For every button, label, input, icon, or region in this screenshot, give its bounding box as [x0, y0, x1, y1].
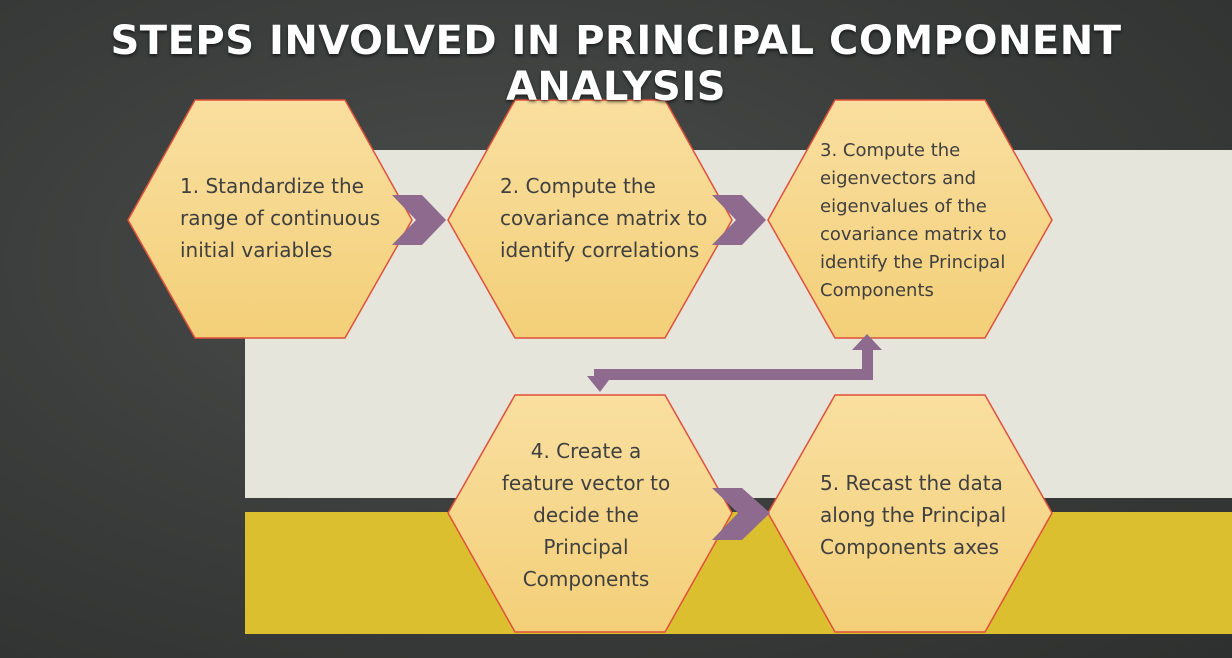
step-5-label: 5. Recast the data along the Principal C…	[820, 470, 1007, 559]
step-3-label: 3. Compute the eigenvectors and eigenval…	[820, 139, 1007, 301]
step-5-text: 5. Recast the data along the Principal C…	[820, 432, 1030, 597]
step-3-text: 3. Compute the eigenvectors and eigenval…	[820, 118, 1030, 323]
chevron-right-icon	[712, 195, 766, 245]
step-4-label: 4. Create a feature vector to decide the…	[501, 439, 671, 591]
step-4-text: 4. Create a feature vector to decide the…	[500, 430, 672, 600]
elbow-arrow-icon	[587, 334, 882, 392]
step-5-hexagon	[767, 394, 1053, 633]
step-3-hexagon	[767, 99, 1053, 339]
step-1-label: 1. Standardize the range of continuous i…	[180, 174, 381, 262]
step-2-label: 2. Compute the covariance matrix to iden…	[500, 174, 708, 262]
step-1-hexagon	[127, 99, 413, 339]
step-4-hexagon	[447, 394, 733, 633]
step-1-text: 1. Standardize the range of continuous i…	[180, 138, 390, 298]
step-2-text: 2. Compute the covariance matrix to iden…	[500, 138, 710, 298]
slide-title: STEPS INVOLVED IN PRINCIPAL COMPONENT AN…	[110, 18, 1122, 110]
chevron-right-icon	[392, 195, 446, 245]
step-2-hexagon	[447, 99, 733, 339]
chevron-right-icon	[712, 488, 770, 540]
